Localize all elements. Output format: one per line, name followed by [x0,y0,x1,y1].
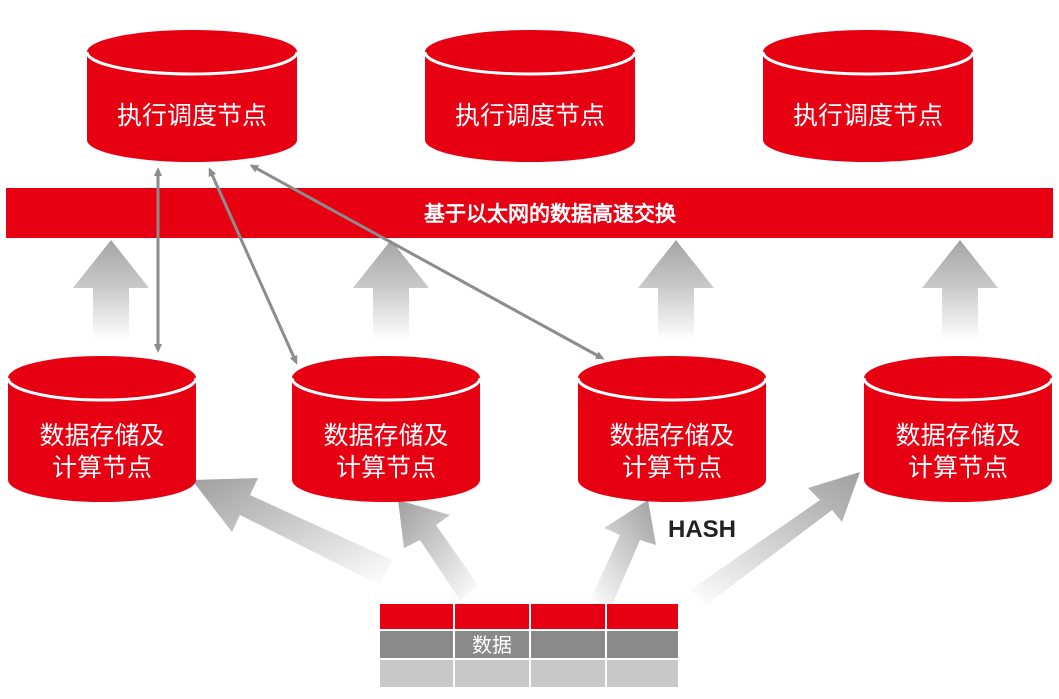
scheduler-node-1: 执行调度节点 [85,30,299,162]
storage-node-label-line2: 计算节点 [908,453,1008,482]
storage-node-2: 数据存储及 计算节点 [290,356,482,502]
up-arrow-4 [922,240,998,340]
distribution-arrows [192,472,860,605]
data-grid-label: 数据 [472,633,512,657]
up-arrow-1 [73,240,149,340]
scheduler-links [154,164,605,365]
up-arrow-2 [353,240,429,340]
cylinder-top [8,356,196,400]
data-grid: 数据 [380,604,678,687]
cylinder-body [8,378,196,502]
up-arrow-3 [638,240,714,340]
storage-node-label-line2: 计算节点 [52,453,152,482]
cylinder-top [578,356,766,400]
ethernet-bus: 基于以太网的数据高速交换 [6,188,1053,238]
cylinder-body [578,378,766,502]
storage-node-label-line1: 数据存储及 [895,421,1020,450]
distribution-arrow-1 [192,478,392,585]
cylinder-top [292,356,480,400]
storage-node-label-line1: 数据存储及 [39,421,164,450]
upward-arrows [73,240,998,340]
storage-node-label-line1: 数据存储及 [609,421,734,450]
cylinder-top [864,356,1052,400]
bus-label: 基于以太网的数据高速交换 [424,202,677,226]
scheduler-node-2: 执行调度节点 [423,30,637,162]
distribution-arrow-3 [590,500,656,605]
cylinder-rim [862,377,1054,402]
cylinder-rim [423,51,637,76]
cylinder-body [425,52,635,162]
storage-node-label-line2: 计算节点 [622,453,722,482]
hash-label: HASH [668,516,736,543]
cylinder-rim [761,51,975,76]
cylinder-top [763,30,973,74]
storage-node-1: 数据存储及 计算节点 [6,356,198,502]
distribution-arrow-2 [398,500,478,600]
cylinder-top [87,30,297,74]
cylinder-top [425,30,635,74]
storage-node-3: 数据存储及 计算节点 [576,356,768,502]
scheduler-node-label: 执行调度节点 [455,101,605,130]
link-arrow-3 [249,164,605,360]
scheduler-node-label: 执行调度节点 [117,101,267,130]
storage-node-4: 数据存储及 计算节点 [862,356,1054,502]
cylinder-body [87,52,297,162]
cylinder-rim [290,377,482,402]
cylinder-body [864,378,1052,502]
scheduler-node-3: 执行调度节点 [761,30,975,162]
cylinder-rim [85,51,299,76]
cylinder-rim [6,377,198,402]
scheduler-node-label: 执行调度节点 [793,101,943,130]
storage-node-label-line2: 计算节点 [336,453,436,482]
cylinder-body [763,52,973,162]
storage-node-label-line1: 数据存储及 [323,421,448,450]
cylinder-body [292,378,480,502]
cylinder-rim [576,377,768,402]
distribution-arrow-4 [690,472,860,605]
